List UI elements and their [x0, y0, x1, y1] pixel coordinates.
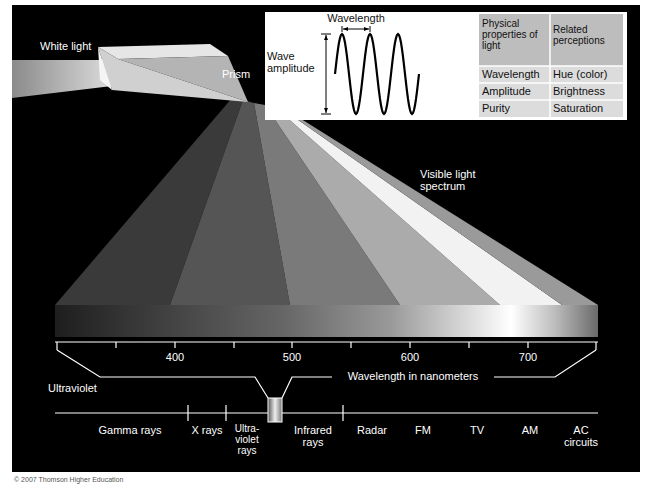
zoom-bracket — [57, 350, 596, 398]
dispersed-rays — [55, 98, 598, 305]
tick-label: 700 — [513, 351, 543, 363]
table-header: Related perceptions — [553, 24, 621, 46]
band-label: Infrared rays — [285, 424, 341, 449]
tick-label: 500 — [277, 351, 307, 363]
table-cell: Amplitude — [482, 85, 548, 97]
table-cell: Saturation — [553, 102, 621, 114]
tick-label: 400 — [160, 351, 190, 363]
spectrum-band — [55, 305, 598, 337]
band-label: Ultra-violet rays — [228, 423, 266, 457]
band-label: AC circuits — [556, 424, 606, 449]
axis-title: Wavelength in nanometers — [332, 370, 494, 382]
em-spectrum-scale — [55, 405, 598, 421]
light-beam — [12, 60, 112, 98]
copyright-note: © 2007 Thomson Higher Education — [14, 476, 123, 484]
table-header: Physical properties of light — [482, 18, 548, 52]
table-cell: Wavelength — [482, 68, 548, 80]
band-label: AM — [512, 424, 548, 436]
spectrum-label: Visible light spectrum — [420, 168, 476, 193]
table-cell: Purity — [482, 102, 548, 114]
beam-label: White light — [40, 40, 91, 52]
band-label: FM — [405, 424, 441, 436]
black-ground — [12, 5, 640, 472]
prism-label: Prism — [222, 68, 250, 80]
amplitude-label: Wave amplitude — [267, 50, 323, 75]
wavelength-label: Wavelength — [316, 12, 396, 24]
range-label: Ultraviolet — [48, 382, 97, 394]
band-label: Radar — [350, 424, 394, 436]
inset-panel: WavelengthWave amplitudePhysical propert… — [265, 12, 627, 120]
band-label: X rays — [190, 424, 224, 436]
tick-label: 600 — [395, 351, 425, 363]
table-cell: Brightness — [553, 85, 621, 97]
visible-band — [268, 398, 282, 422]
table-cell: Hue (color) — [553, 68, 621, 80]
wavelength-axis — [55, 342, 598, 350]
band-label: Gamma rays — [90, 424, 170, 436]
band-label: TV — [459, 424, 495, 436]
